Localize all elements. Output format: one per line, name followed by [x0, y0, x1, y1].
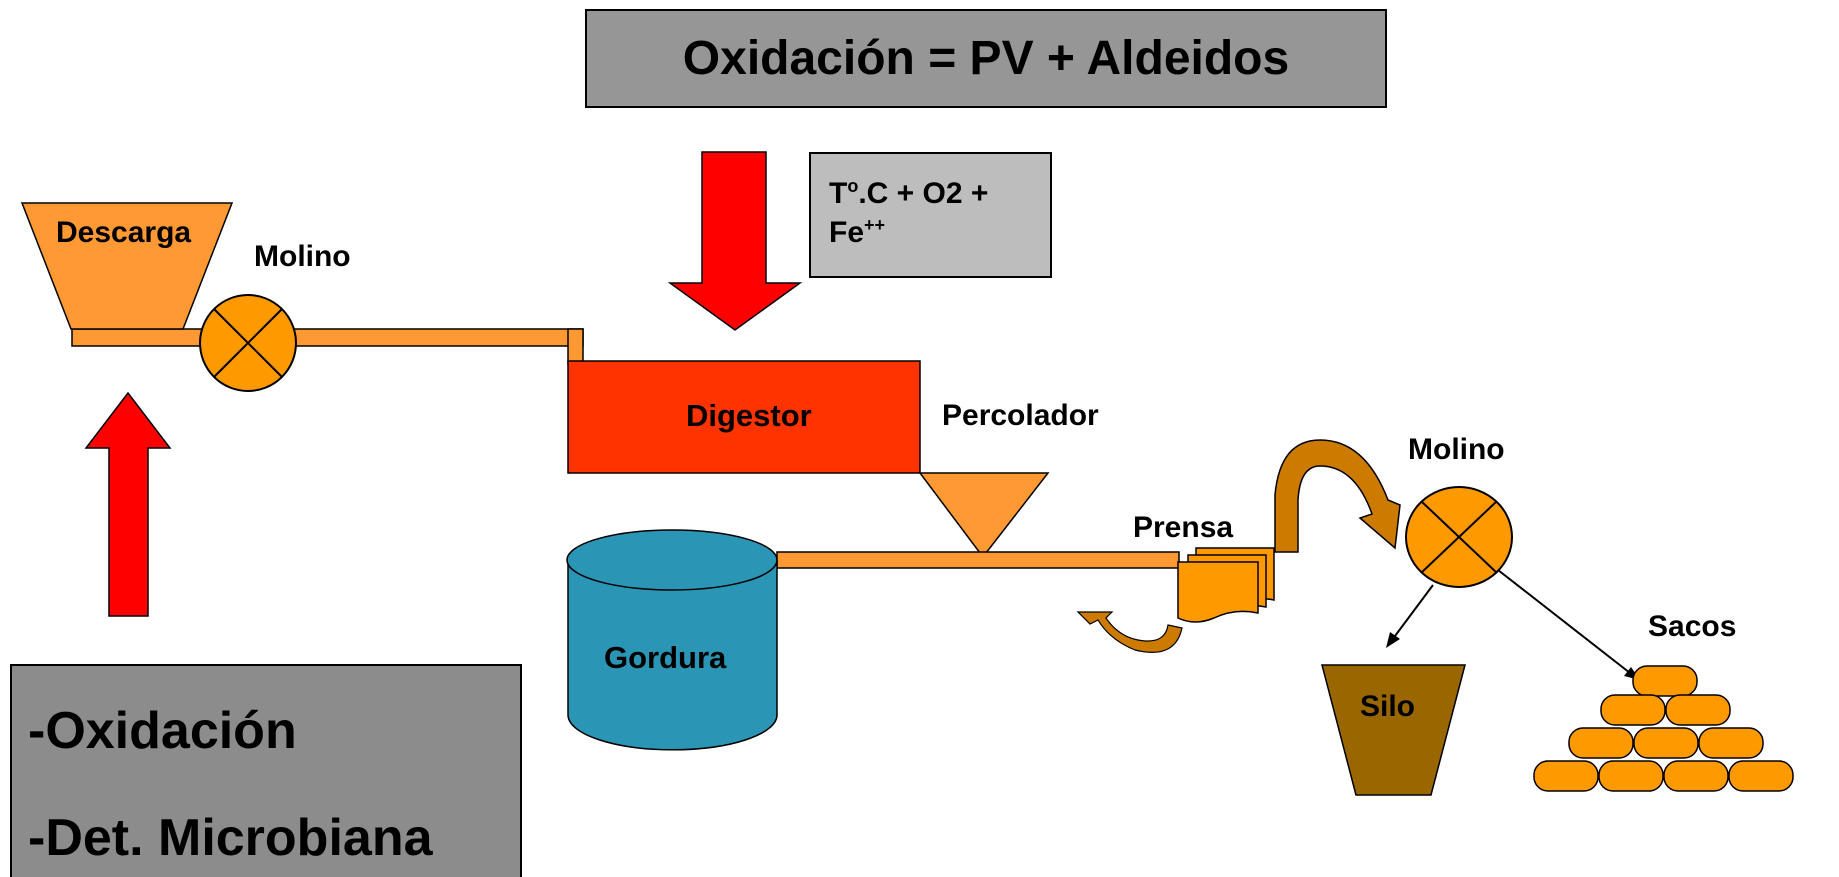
label-prensa: Prensa — [1133, 511, 1234, 544]
sack-5 — [1698, 727, 1764, 759]
sack-7 — [1598, 760, 1664, 792]
pipe-drop — [567, 328, 584, 365]
title-text: Oxidación = PV + Aldeidos — [682, 32, 1290, 85]
conditions-line-1: To.C + O2 + — [829, 176, 989, 210]
label-percolador: Percolador — [942, 399, 1099, 432]
pipe-bottom — [776, 551, 1180, 569]
label-molino-2: Molino — [1408, 433, 1505, 466]
hopper-descarga — [20, 202, 234, 330]
problems-box: -Oxidación -Det. Microbiana — [10, 664, 522, 877]
sack-4 — [1633, 727, 1699, 759]
mill-2 — [1405, 486, 1513, 588]
percolator-funnel — [918, 472, 1050, 554]
sack-8 — [1663, 760, 1729, 792]
red-arrow-down — [667, 151, 803, 331]
problem-oxidation: -Oxidación — [28, 702, 297, 760]
mill-1 — [199, 294, 297, 392]
sacks-pile — [1533, 665, 1794, 792]
label-sacos: Sacos — [1648, 610, 1737, 643]
arrow-to-sacks — [1497, 569, 1640, 680]
problem-microbial: -Det. Microbiana — [28, 809, 433, 867]
conditions-line-2: Fe++ — [829, 215, 886, 249]
tank-gordura — [566, 529, 778, 751]
label-silo: Silo — [1360, 690, 1416, 723]
title-box: Oxidación = PV + Aldeidos — [585, 9, 1387, 108]
label-digestor: Digestor — [686, 398, 812, 433]
sack-3 — [1568, 727, 1634, 759]
label-gordura: Gordura — [604, 640, 727, 675]
label-descarga: Descarga — [56, 216, 192, 249]
press — [1177, 547, 1275, 623]
sack-2 — [1665, 694, 1731, 726]
sack-1 — [1600, 694, 1666, 726]
sack-0 — [1632, 665, 1698, 697]
conditions-box: To.C + O2 + Fe++ — [809, 152, 1052, 278]
sack-9 — [1728, 760, 1794, 792]
red-arrow-up — [84, 391, 172, 617]
curved-arrow-small — [1076, 611, 1183, 653]
curved-arrow-large — [1274, 439, 1401, 553]
arrow-to-silo — [1386, 584, 1434, 648]
digestor — [567, 360, 921, 474]
sack-6 — [1533, 760, 1599, 792]
silo — [1321, 664, 1466, 796]
pipe-top — [71, 328, 584, 347]
label-molino-1: Molino — [254, 240, 351, 273]
